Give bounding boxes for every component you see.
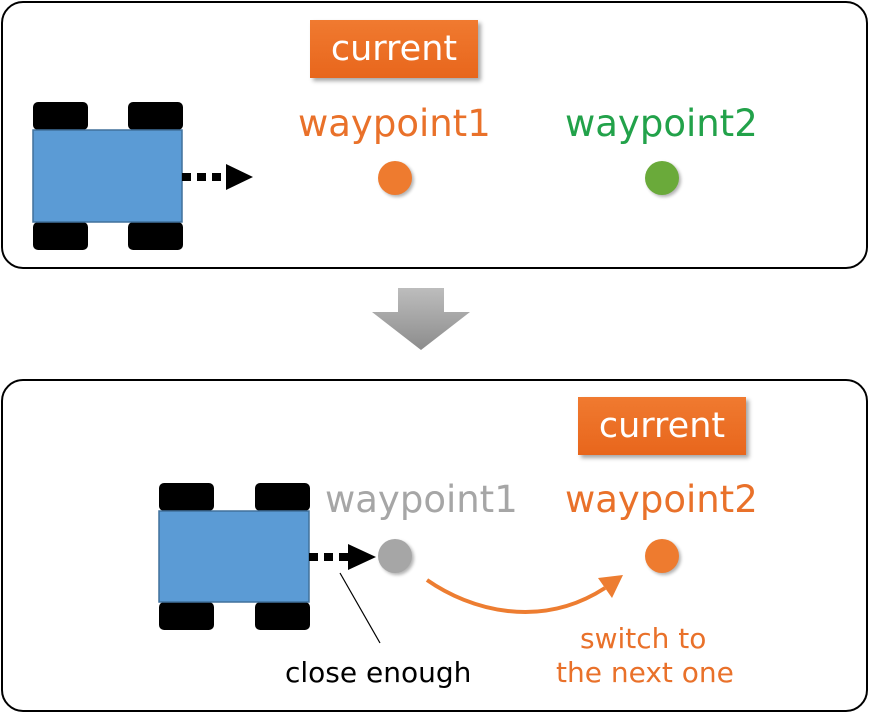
waypoint2-label-top: waypoint2 [565, 102, 758, 145]
waypoint1-label-bottom: waypoint1 [325, 478, 518, 521]
close-enough-note: close enough [285, 656, 472, 689]
waypoint2-dot-top [645, 161, 679, 195]
waypoint2-label-bottom: waypoint2 [565, 478, 758, 521]
waypoint2-dot-bottom [645, 539, 679, 573]
waypoint1-dot-top [378, 161, 412, 195]
switch-note-line2: the next one [556, 656, 734, 689]
current-badge-bottom: current [578, 397, 746, 455]
switch-note-line1: switch to [580, 622, 707, 655]
transition-arrow-icon [372, 288, 470, 350]
current-badge-top: current [310, 20, 478, 78]
waypoint1-dot-bottom [378, 539, 412, 573]
waypoint1-label-top: waypoint1 [298, 102, 491, 145]
